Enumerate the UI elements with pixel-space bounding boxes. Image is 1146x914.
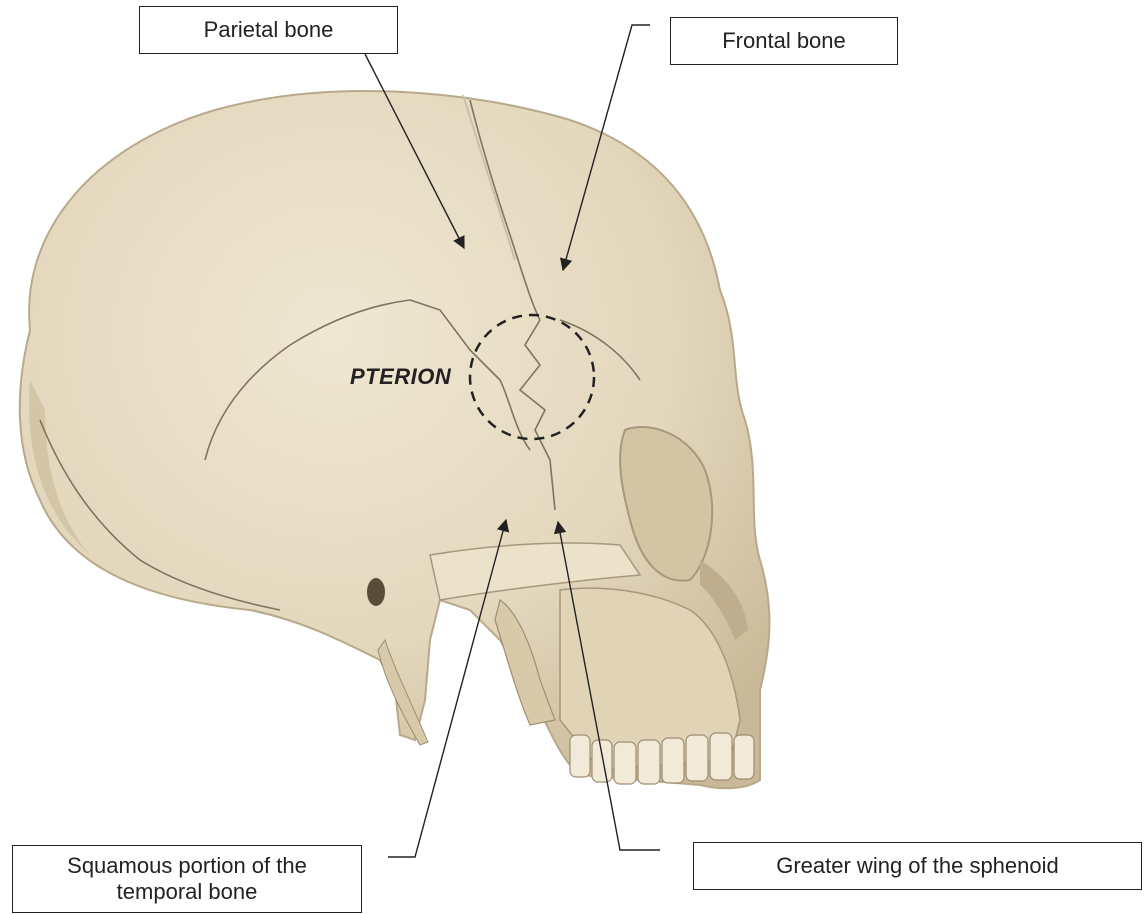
pterion-label: PTERION (350, 364, 451, 390)
sphenoid-wing-label: Greater wing of the sphenoid (693, 842, 1142, 890)
frontal-bone-label: Frontal bone (670, 17, 898, 65)
ear-canal (367, 578, 385, 606)
squamous-temporal-label: Squamous portion of the temporal bone (12, 845, 362, 913)
parietal-bone-label: Parietal bone (139, 6, 398, 54)
frontal-bone-text: Frontal bone (722, 28, 846, 54)
squamous-temporal-text-line2: temporal bone (117, 879, 258, 905)
squamous-temporal-text-line1: Squamous portion of the (67, 853, 307, 879)
parietal-bone-text: Parietal bone (204, 17, 334, 43)
skull-illustration (20, 91, 770, 788)
sphenoid-wing-text: Greater wing of the sphenoid (776, 853, 1059, 879)
